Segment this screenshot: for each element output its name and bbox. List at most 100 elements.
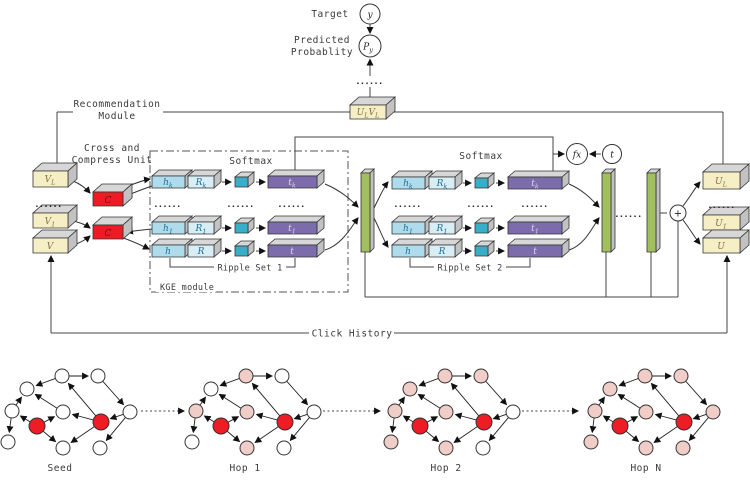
entity-node xyxy=(90,368,106,384)
entity-node xyxy=(0,434,16,450)
svg-text:Rk: Rk xyxy=(195,178,207,190)
svg-text:t1: t1 xyxy=(531,224,539,236)
arrow-tk1-to-bar1 xyxy=(324,183,359,208)
svg-text:hk: hk xyxy=(403,179,413,191)
entity-node xyxy=(4,403,20,419)
label-ripple-set-2: Ripple Set 2 xyxy=(437,264,502,274)
caption-seed: Seed xyxy=(48,463,73,474)
label-predicted-2: Probablity xyxy=(291,47,353,58)
graph-edge xyxy=(203,415,216,423)
graph-edge xyxy=(654,412,678,421)
arrow-v1-to-c2 xyxy=(72,220,91,229)
cross-compress-unit-1: C xyxy=(91,183,134,207)
graph-edge xyxy=(34,393,58,409)
ellipsis: ...... xyxy=(227,200,254,209)
section-labels: Target Predicted Probablity ...... Recom… xyxy=(35,9,734,340)
ripple2-t-box-0: t xyxy=(506,238,571,258)
box-face xyxy=(646,172,657,253)
box-face xyxy=(474,177,489,189)
graph-edge xyxy=(685,380,708,406)
graph-edge xyxy=(488,417,509,442)
plus-label: + xyxy=(674,209,682,220)
box-face xyxy=(428,244,456,258)
symbol-circles: y Py fx t + xyxy=(358,3,687,222)
box-face xyxy=(32,170,69,188)
graph-edge xyxy=(255,412,279,421)
predicted-probability-node xyxy=(358,34,382,58)
svg-text:t: t xyxy=(533,247,537,257)
box-face xyxy=(391,221,426,235)
graph-edge xyxy=(653,425,679,443)
graph-edge xyxy=(289,417,310,442)
svg-text:R: R xyxy=(438,247,446,257)
activated-entity-node xyxy=(673,368,689,384)
box-face xyxy=(266,169,326,177)
graph-edge xyxy=(35,377,56,387)
box-face xyxy=(267,244,318,258)
entity-node xyxy=(203,381,219,397)
svg-text:U: U xyxy=(717,242,725,252)
graph-edge xyxy=(425,430,440,443)
target-node-label: y xyxy=(366,11,373,21)
arrow-t1-to-bar1 xyxy=(324,217,359,251)
activated-entity-node xyxy=(188,403,204,419)
label-kge-module: KGE module xyxy=(160,283,214,293)
box-face xyxy=(702,237,741,254)
hop-aggregate-bar-1 xyxy=(360,168,375,253)
box-face xyxy=(151,244,186,258)
graph-edge xyxy=(286,380,309,406)
svg-text:Rk: Rk xyxy=(436,179,448,191)
activated-entity-node xyxy=(402,381,418,397)
entity-node xyxy=(475,440,491,456)
ripple2-h-box-1: h1 xyxy=(390,215,434,236)
graph-edge xyxy=(425,416,439,424)
activated-entity-node xyxy=(239,404,255,420)
graph-edge xyxy=(485,380,508,406)
hop-graphs xyxy=(0,368,721,456)
svg-text:h1: h1 xyxy=(403,224,413,236)
graph-edge xyxy=(598,396,605,406)
box-face xyxy=(474,245,489,257)
box-face xyxy=(267,221,318,235)
graph-edge xyxy=(218,393,242,409)
graph-edge xyxy=(602,415,615,423)
caption-hop-1: Hop 1 xyxy=(229,463,260,474)
box-face xyxy=(234,245,249,257)
entity-node xyxy=(306,404,322,420)
ellipsis: ...... xyxy=(154,200,181,209)
t-label: t xyxy=(610,151,614,161)
ripple2-r-box-1: R1 xyxy=(427,215,464,236)
activated-entity-node xyxy=(637,368,653,384)
graph-edge xyxy=(226,430,241,443)
svg-text:R1: R1 xyxy=(436,224,448,236)
activated-entity-node xyxy=(587,403,603,419)
kge-module-box xyxy=(149,150,349,293)
caption-hop-2: Hop 2 xyxy=(430,463,461,474)
box-face xyxy=(187,175,215,189)
activated-entity-node xyxy=(675,440,691,456)
graph-edge xyxy=(492,413,507,421)
arrow-bar1-to-hk2 xyxy=(373,181,389,209)
box-face xyxy=(428,221,456,235)
ripple2-r-box-0: R xyxy=(427,238,464,258)
py-label: Py xyxy=(362,43,373,55)
activated-entity-node xyxy=(438,440,454,456)
label-cross-1: Cross and xyxy=(84,143,140,154)
arrow-plus-to-ul xyxy=(682,181,701,207)
label-recommendation-1: Recommendation xyxy=(73,99,160,110)
entity-node xyxy=(184,434,200,450)
ellipsis: ...... xyxy=(278,200,305,209)
ripple2-t-box-k: tk xyxy=(506,170,571,191)
box-face xyxy=(428,176,456,190)
graph-edge xyxy=(589,417,597,434)
entity-node xyxy=(55,404,71,420)
graph-edge xyxy=(251,382,281,417)
v-stack-box-1: V1 xyxy=(31,204,79,229)
ripple2-h-box-0: h xyxy=(390,238,434,258)
ripple1-r-box-k: Rk xyxy=(186,169,223,190)
arrow-bar1-to-h2 xyxy=(373,217,389,248)
box-face xyxy=(601,172,612,253)
graph-edge xyxy=(219,377,240,387)
graph-edge xyxy=(190,417,198,434)
